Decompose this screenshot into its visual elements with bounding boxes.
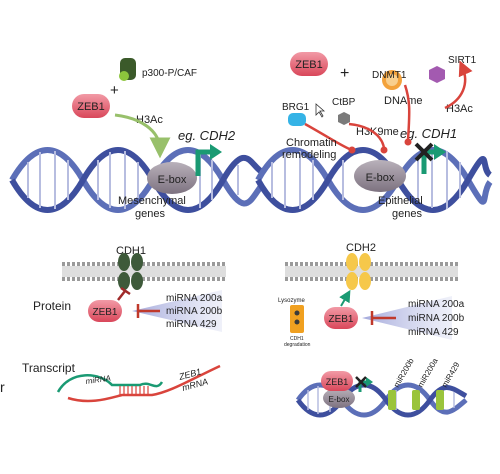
mirna-gene-label: miR200a — [416, 356, 440, 389]
mirna-strand — [56, 374, 164, 393]
tss-arrow-icon — [195, 144, 222, 176]
mirna-gene-label: miR429 — [440, 360, 462, 389]
cdh1-protein-icon — [118, 253, 143, 290]
svg-text:E-box: E-box — [366, 172, 395, 184]
mirna-wedge — [132, 290, 222, 332]
mirna-item: miRNA 200a — [408, 299, 465, 310]
pointer-icon — [315, 103, 326, 118]
sirt1-label: SIRT1 — [448, 55, 477, 66]
lysozyme-sub1: CDH1 — [290, 336, 304, 342]
mirna-gene-blocks — [388, 390, 444, 410]
dname-line — [403, 84, 411, 141]
lysozyme-icon — [290, 305, 304, 333]
ebox-label: E-box — [158, 174, 187, 186]
epithelial-caption-line2: genes — [392, 208, 422, 220]
recruitment-arrow — [114, 113, 171, 159]
brg1-icon — [288, 113, 306, 126]
svg-text:E-box: E-box — [329, 395, 350, 404]
svg-text:ZEB1: ZEB1 — [77, 101, 105, 113]
mirna-item: miRNA 200b — [408, 313, 465, 324]
membrane-cdh1 — [62, 262, 226, 281]
sirt1-icon — [429, 66, 445, 83]
cdh2-title: CDH2 — [346, 242, 376, 254]
remodeling-dot — [348, 146, 356, 154]
epithelial-caption-line1: Epithelial — [378, 195, 423, 207]
ebox-epithelial: E-box — [354, 160, 406, 192]
chromatin-line1: Chromatin — [286, 137, 337, 149]
mirna-inhibit-mark — [370, 311, 396, 325]
lysozyme-label: Lysozyme — [278, 298, 305, 304]
lysozyme-sub2: degradation — [284, 342, 311, 348]
dname-dot — [404, 138, 412, 146]
protein-row-label: Protein — [33, 299, 71, 313]
methylation-dot — [380, 146, 388, 154]
deacetylation-arrow — [444, 60, 473, 110]
mirna-item: miRNA 200a — [166, 293, 223, 304]
base-pairs — [119, 386, 149, 395]
zeb1-protein-cdh1: ZEB1 — [88, 300, 122, 322]
zeb1-transcript: ZEB1 — [321, 371, 353, 391]
transcript-right-panel: E-box ZEB1 miR200b miR200a miR429 — [295, 356, 468, 418]
mirna-item: miRNA 429 — [166, 319, 217, 330]
transcript-panel: Transcript r miRNA ZEB1 mRNA — [0, 361, 221, 403]
cdh2-protein-icon — [346, 253, 371, 290]
zeb1-protein-cdh2: ZEB1 — [324, 307, 358, 329]
mesenchymal-panel: E-box eg. CDH2 Mesenchymal genes ZEB1 + … — [9, 58, 265, 220]
membrane-cdh2 — [285, 262, 458, 281]
mesenchymal-caption-line2: genes — [135, 208, 165, 220]
h3ac-label: H3Ac — [136, 114, 163, 126]
plus-sign: + — [340, 65, 349, 82]
zeb1-epithelial: ZEB1 — [290, 52, 328, 76]
transcript-row-label: Transcript — [22, 361, 76, 375]
protein-cdh1-panel: CDH1 Protein ZEB1 miRNA 200a miRNA 200b … — [33, 245, 226, 332]
dnmt1-icon — [382, 70, 402, 90]
svg-text:ZEB1: ZEB1 — [326, 377, 349, 387]
ebox-small: E-box — [323, 388, 355, 408]
svg-text:ZEB1: ZEB1 — [328, 314, 353, 325]
blocked-tss-arrow-icon — [414, 142, 446, 174]
cdh2-activation-arrow — [339, 289, 351, 307]
p300-pcaf-icon — [119, 58, 136, 81]
gene-example-cdh1: eg. CDH1 — [400, 126, 457, 141]
h3ac-label: H3Ac — [446, 103, 473, 115]
plus-sign: + — [110, 82, 119, 99]
svg-text:ZEB1: ZEB1 — [295, 59, 323, 71]
mirna-label: miRNA — [85, 374, 111, 386]
ctbp-icon — [338, 112, 350, 125]
dnmt1-label: DNMT1 — [372, 70, 407, 81]
mirna-wedge — [362, 296, 452, 340]
blocked-arrow-icon — [355, 376, 373, 392]
zeb1-mesenchymal: ZEB1 — [72, 94, 110, 118]
ctbp-label: CtBP — [332, 97, 356, 108]
coactivator-label: p300-P/CAF — [142, 68, 197, 79]
svg-text:ZEB1: ZEB1 — [92, 307, 117, 318]
chromatin-line2: remodeling — [282, 149, 336, 161]
cdh1-inhibit-mark — [117, 286, 131, 301]
mirna-item: miRNA 200b — [166, 306, 223, 317]
zeb1-mrna-strand — [67, 364, 221, 403]
mirna-inhibit-mark — [136, 304, 160, 318]
mesenchymal-caption-line1: Mesenchymal — [118, 195, 186, 207]
epithelial-panel: E-box eg. CDH1 Epithelial genes ZEB1 + D… — [255, 52, 493, 220]
edge-letter: r — [0, 379, 5, 395]
protein-cdh2-panel: CDH2 Lysozyme CDH1 degradation ZEB1 miRN… — [278, 242, 465, 348]
ebox-mesenchymal: E-box — [147, 162, 197, 194]
gene-example-cdh2: eg. CDH2 — [178, 128, 236, 143]
brg1-label: BRG1 — [282, 102, 310, 113]
dname-label: DNAme — [384, 95, 423, 107]
mirna-item: miRNA 429 — [408, 327, 459, 338]
methylation-line — [348, 122, 386, 149]
